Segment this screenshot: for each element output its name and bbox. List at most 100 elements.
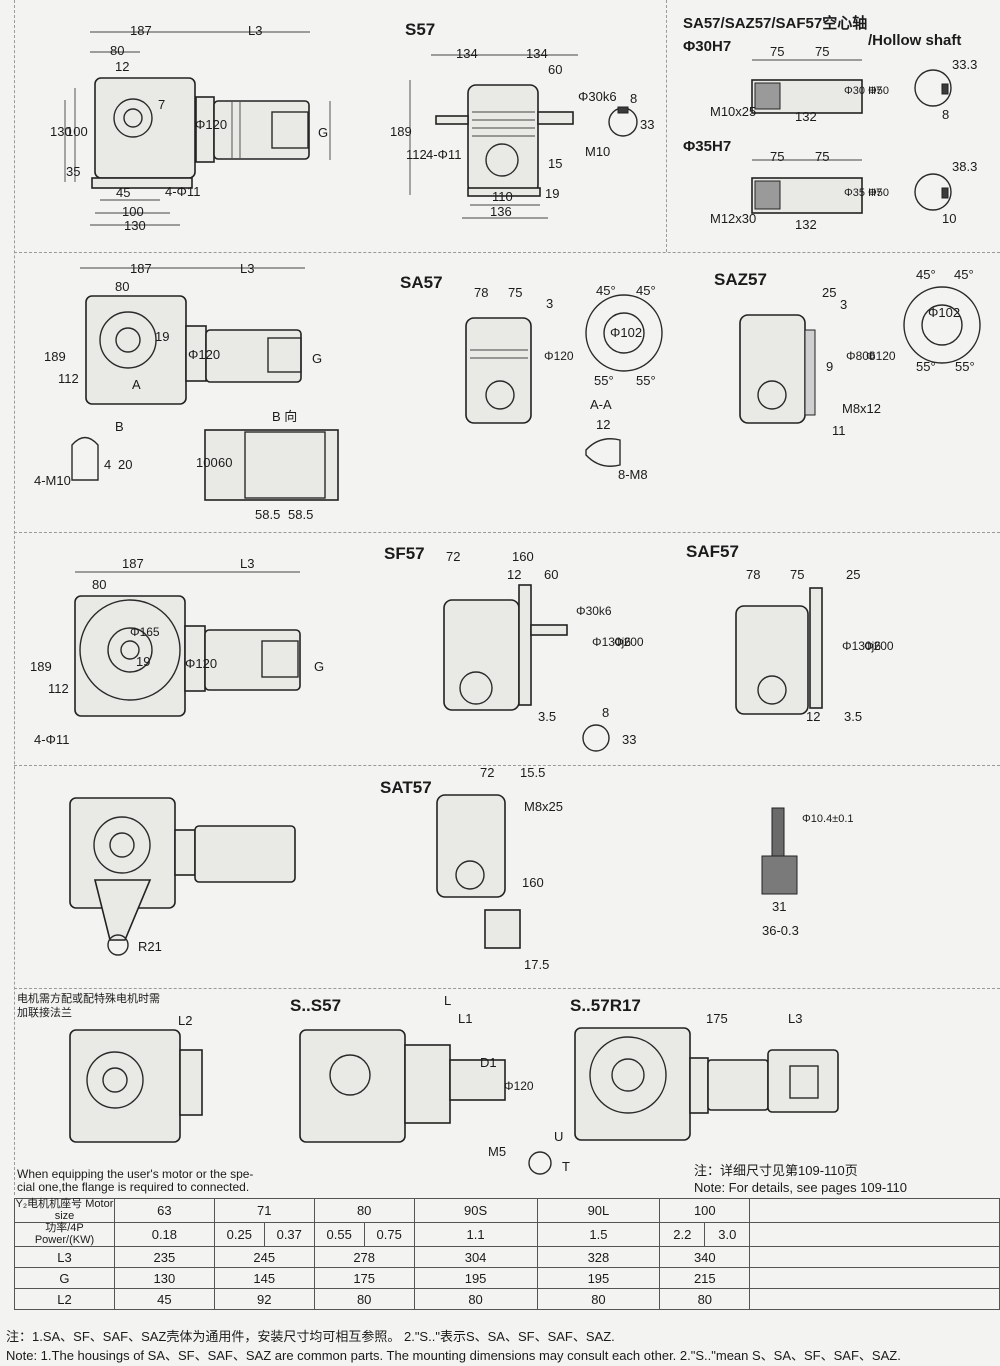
dim-label: Φ120	[188, 347, 221, 362]
section-divider	[14, 532, 1000, 533]
dim-label: 19	[155, 329, 170, 344]
title-s57r17: S..57R17	[570, 996, 641, 1015]
table-cell: 3.0	[704, 1222, 751, 1248]
dim-label: 160	[512, 549, 534, 564]
table-cell: 80	[659, 1288, 751, 1311]
saz57-drawing	[739, 286, 981, 424]
footer-note-cn: 注：1.SA、SF、SAF、SAZ壳体为通用件，安装尺寸均可相互参照。 2."S…	[6, 1329, 615, 1344]
dim-label: Φ200	[864, 639, 894, 653]
dim-label: 11	[832, 423, 846, 438]
dim-label: L3	[248, 23, 263, 38]
dim-label: 80	[92, 577, 107, 592]
title-ss57: S..S57	[290, 996, 342, 1015]
dim-label: 33	[622, 732, 637, 747]
dim-label: 189	[390, 124, 412, 139]
title-hollow-shaft-en: /Hollow shaft	[868, 32, 962, 49]
flange-note-en-2: cial one,the flange is required to conne…	[17, 1180, 250, 1194]
title-saz57: SAZ57	[714, 270, 767, 289]
dim-label: G	[318, 125, 329, 140]
dim-label: 72	[446, 549, 461, 564]
dim-label: 75	[770, 44, 785, 59]
saf57-drawing	[735, 587, 823, 715]
dim-label: 100	[122, 204, 144, 219]
table-cell: 2.2	[659, 1222, 706, 1248]
table-cell: 0.75	[363, 1222, 415, 1248]
dim-label: 130	[124, 218, 146, 233]
dim-label: 25	[846, 567, 861, 582]
dim-label: 33	[640, 117, 655, 132]
table-cell: 1.5	[536, 1222, 661, 1248]
dim-label: 136	[490, 204, 512, 219]
dim-label: G	[314, 659, 325, 674]
dim-label: 100	[66, 124, 88, 139]
dim-label: 58.5	[288, 507, 314, 522]
dim-label: B 向	[272, 409, 298, 424]
table-cell: 92	[213, 1288, 315, 1311]
dim-label: 31	[772, 899, 787, 914]
dim-label: Φ102	[610, 325, 643, 340]
dim-label: Φ30k6	[576, 604, 612, 618]
title-sf57: SF57	[384, 544, 425, 563]
row-header: L2	[14, 1288, 115, 1311]
dim-label: L3	[240, 261, 255, 276]
dim-label: 7	[158, 97, 166, 112]
section-divider	[14, 252, 1000, 253]
dim-label: 58.5	[255, 507, 281, 522]
dim-label: 112	[48, 681, 69, 696]
sf57-front-drawing	[443, 584, 610, 752]
title-saf57: SAF57	[686, 542, 739, 561]
dim-label: 19	[545, 186, 560, 201]
dim-label: Φ35 H7	[844, 187, 883, 199]
flange-note-cn: 电机需方配或配特殊电机时需	[17, 993, 160, 1005]
title-sat57: SAT57	[380, 778, 432, 797]
dim-label: Φ130j6	[592, 635, 631, 649]
dim-label: L1	[458, 1011, 473, 1026]
dim-label: Φ30k6	[578, 89, 617, 104]
dim-label: 3.5	[538, 709, 557, 724]
flange-note-cn-2: 加联接法兰	[17, 1007, 72, 1019]
dim-label: 12	[115, 59, 130, 74]
dim-label: 100	[196, 455, 218, 470]
dim-label: 17.5	[524, 957, 550, 972]
flange-note-en: When equipping the user's motor or the s…	[17, 1167, 254, 1181]
dim-label: Φ130j6	[842, 639, 881, 653]
table-row: 功率/4P Power/(KW) 0.18 0.25 0.37 0.55 0.7…	[14, 1222, 1000, 1248]
footer-note-en: Note: 1.The housings of SA、SF、SAF、SAZ ar…	[6, 1348, 901, 1363]
table-cell: 245	[213, 1246, 315, 1269]
dim-label: 25	[822, 285, 837, 300]
dim-label: Φ30 H7	[844, 85, 883, 97]
table-cell: 340	[659, 1246, 751, 1269]
dim-label: 9	[826, 359, 834, 374]
dim-label: L3	[788, 1011, 803, 1026]
dim-label: 4-Φ11	[165, 184, 201, 199]
dim-label: 19	[136, 654, 151, 669]
table-row: G 130 145 175 195 195 215	[14, 1267, 1000, 1290]
table-cell: 100	[659, 1197, 751, 1224]
dim-label: 12	[596, 417, 611, 432]
dim-label: 8-M8	[618, 467, 648, 482]
dim-label: 35	[66, 164, 81, 179]
dim-label: 75	[815, 149, 830, 164]
dim-label: Φ120	[866, 349, 896, 363]
row-header: Y₂电机机座号 Motor size	[14, 1197, 115, 1224]
dim-label: 189	[44, 349, 66, 364]
dim-label: A	[132, 377, 141, 392]
table-cell: 215	[659, 1267, 751, 1290]
section-divider	[14, 765, 1000, 766]
table-cell: 80	[536, 1288, 661, 1311]
title-sa57: SA57	[400, 273, 443, 292]
dim-label: 8	[942, 107, 950, 122]
dim-label: A-A	[590, 397, 612, 412]
title-hollow-shaft: SA57/SAZ57/SAF57空心轴	[683, 15, 868, 32]
table-cell: 278	[313, 1246, 415, 1269]
dim-label: 4	[104, 457, 112, 472]
hollow-shaft-drawings	[751, 59, 952, 214]
dim-label: B	[115, 419, 124, 434]
dim-label: Φ120	[195, 117, 228, 132]
dim-label: 134	[456, 46, 478, 61]
dim-label: R21	[138, 939, 162, 954]
detail-note-en: Note: For details, see pages 109-110	[694, 1180, 907, 1195]
table-cell: 0.37	[263, 1222, 315, 1248]
dim-label: 4-M10	[34, 473, 71, 488]
